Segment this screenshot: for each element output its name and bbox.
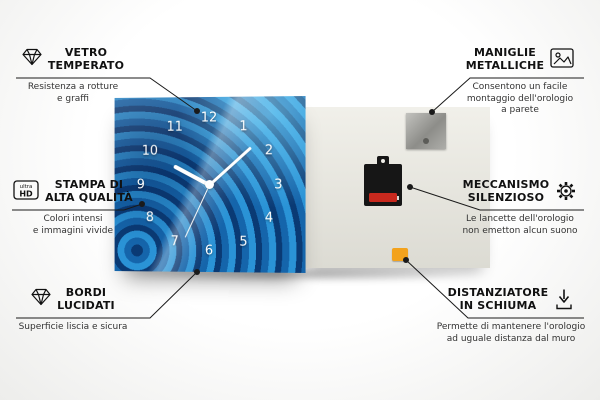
feature-description: Colori intensi e immagini vivide bbox=[32, 214, 114, 236]
metal-hanger-plate bbox=[406, 113, 446, 149]
feature-maniglie-metalliche: MANIGLIE METALLICHE Consentono un facile… bbox=[458, 46, 582, 117]
battery bbox=[369, 193, 399, 202]
feature-bordi-lucidati: BORDI LUCIDATI Superficie liscia e sicur… bbox=[14, 286, 132, 334]
feature-description: Superficie liscia e sicura bbox=[18, 322, 128, 332]
feature-description: Permette di mantenere l'orologio ad ugua… bbox=[436, 322, 586, 344]
clock-mechanism bbox=[364, 156, 402, 206]
feature-description: Consentono un facile montaggio dell'orol… bbox=[466, 82, 574, 115]
svg-text:HD: HD bbox=[19, 190, 33, 199]
feature-title: STAMPA DI ALTA QUALITÀ bbox=[45, 178, 133, 204]
glass-reflection bbox=[114, 96, 306, 273]
feature-title: MANIGLIE METALLICHE bbox=[465, 46, 545, 72]
down-arrow-icon bbox=[554, 288, 574, 310]
feature-title: MECCANISMO SILENZIOSO bbox=[462, 178, 550, 204]
feature-title: BORDI LUCIDATI bbox=[57, 286, 115, 312]
picture-frame-icon bbox=[550, 48, 574, 68]
gear-icon bbox=[555, 180, 577, 202]
feature-description: Resistenza a rotture e graffi bbox=[27, 82, 119, 104]
feature-title: VETRO TEMPERATO bbox=[47, 46, 125, 72]
gem-icon bbox=[22, 48, 42, 66]
gem-icon bbox=[31, 288, 51, 306]
feature-distanziatore-schiuma: DISTANZIATORE IN SCHIUMA Permette di man… bbox=[436, 286, 586, 345]
feature-vetro-temperato: VETRO TEMPERATO Resistenza a rotture e g… bbox=[14, 46, 132, 105]
feature-description: Le lancette dell'orologio non emetton al… bbox=[462, 214, 578, 236]
feature-meccanismo-silenzioso: MECCANISMO SILENZIOSO Le lancette dell'o… bbox=[458, 178, 582, 237]
foam-spacer bbox=[392, 248, 408, 261]
feature-title: DISTANZIATORE IN SCHIUMA bbox=[447, 286, 549, 312]
clock-front-panel: 121234567891011 bbox=[114, 96, 306, 273]
svg-text:ultra: ultra bbox=[20, 184, 33, 190]
